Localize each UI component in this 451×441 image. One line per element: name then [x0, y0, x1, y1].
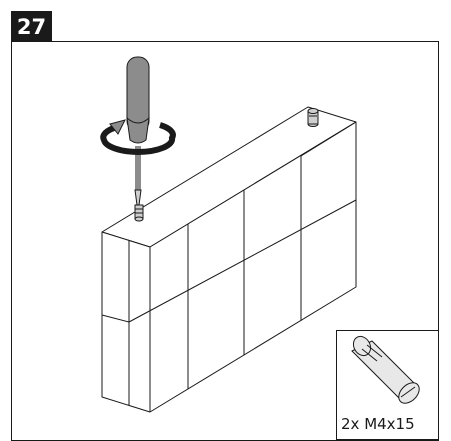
screwdriver-icon — [126, 56, 150, 206]
dowel-pin — [307, 108, 319, 127]
step-number-badge: 27 — [11, 11, 52, 42]
screw-pin — [134, 204, 144, 222]
dowel-screw-icon — [351, 335, 420, 404]
hardware-quantity-label: 2x M4x15 — [341, 415, 415, 433]
cabinet-grid-unit — [101, 106, 357, 413]
rotation-arrow-icon — [100, 119, 176, 156]
assembly-illustration — [100, 56, 357, 413]
hardware-inset: 2x M4x15 — [336, 330, 439, 440]
